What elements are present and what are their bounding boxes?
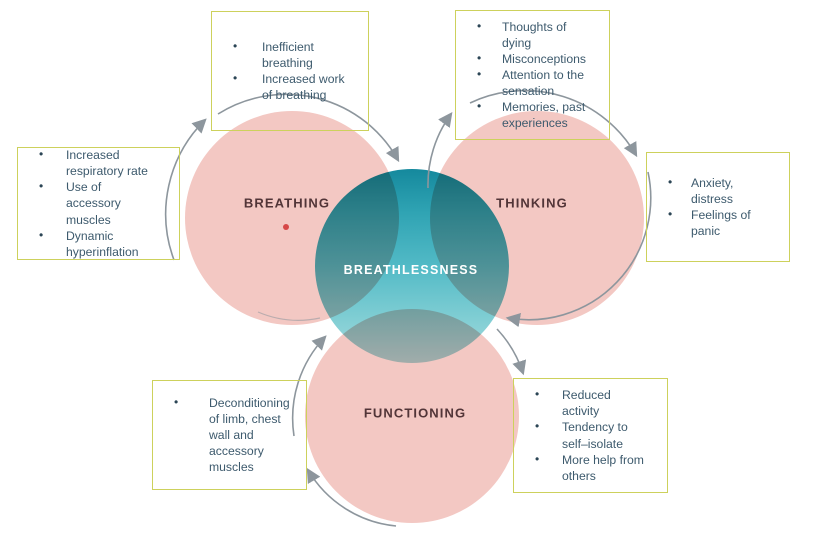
- red-marker-dot-icon: [283, 224, 289, 230]
- thinking-label: THINKING: [496, 195, 568, 211]
- list-item: Deconditioning of limb, chest wall and a…: [169, 395, 290, 475]
- arrow-functioning-left-up-icon: [291, 335, 327, 437]
- thinking-effects-list: Anxiety, distress Feelings of panic: [647, 175, 785, 239]
- arrow-thinking-left-up-icon: [427, 112, 453, 189]
- functioning-effects-list: Reduced activity Tendency to self–isolat…: [514, 387, 661, 484]
- arrow-breathing-left-up-icon: [164, 118, 207, 261]
- list-item: Feelings of panic: [663, 207, 775, 239]
- functioning-causes-list: Deconditioning of limb, chest wall and a…: [153, 395, 292, 475]
- arrow-thinking-right-down-icon: [505, 171, 652, 328]
- list-item: Increased work of breathing: [228, 71, 345, 103]
- arrow-functioning-bottom-left-icon: [306, 467, 397, 527]
- list-item: More help from others: [530, 452, 651, 484]
- breathing-causes-box: Inefficient breathing Increased work of …: [211, 11, 369, 131]
- arrow-functioning-right-down-icon: [496, 328, 527, 376]
- breathing-label: BREATHING: [243, 195, 331, 211]
- breathing-causes-list: Inefficient breathing Increased work of …: [212, 39, 355, 103]
- functioning-causes-box: Deconditioning of limb, chest wall and a…: [152, 380, 307, 490]
- arc-breathing-bottom-icon: [257, 311, 321, 321]
- functioning-label: FUNCTIONING: [363, 405, 467, 421]
- list-item: Use of accessory muscles: [34, 179, 159, 227]
- list-item: Memories, past experiences: [472, 99, 589, 131]
- thinking-causes-list: Thoughts of dying Misconceptions Attenti…: [456, 19, 599, 132]
- list-item: Inefficient breathing: [228, 39, 345, 71]
- thinking-effects-box: Anxiety, distress Feelings of panic: [646, 152, 790, 262]
- list-item: Attention to the sensation: [472, 67, 589, 99]
- list-item: Increased respiratory rate: [34, 147, 159, 179]
- list-item: Dynamic hyperinflation: [34, 228, 159, 260]
- functioning-effects-box: Reduced activity Tendency to self–isolat…: [513, 378, 668, 493]
- list-item: Misconceptions: [472, 51, 589, 67]
- thinking-causes-box: Thoughts of dying Misconceptions Attenti…: [455, 10, 610, 140]
- list-item: Reduced activity: [530, 387, 651, 419]
- list-item: Thoughts of dying: [472, 19, 589, 51]
- breathing-effects-list: Increased respiratory rate Use of access…: [18, 147, 169, 260]
- list-item: Tendency to self–isolate: [530, 419, 651, 451]
- breathlessness-circle: [315, 169, 509, 363]
- breathlessness-label: BREATHLESSNESS: [343, 263, 479, 277]
- breathing-effects-box: Increased respiratory rate Use of access…: [17, 147, 180, 260]
- list-item: Anxiety, distress: [663, 175, 775, 207]
